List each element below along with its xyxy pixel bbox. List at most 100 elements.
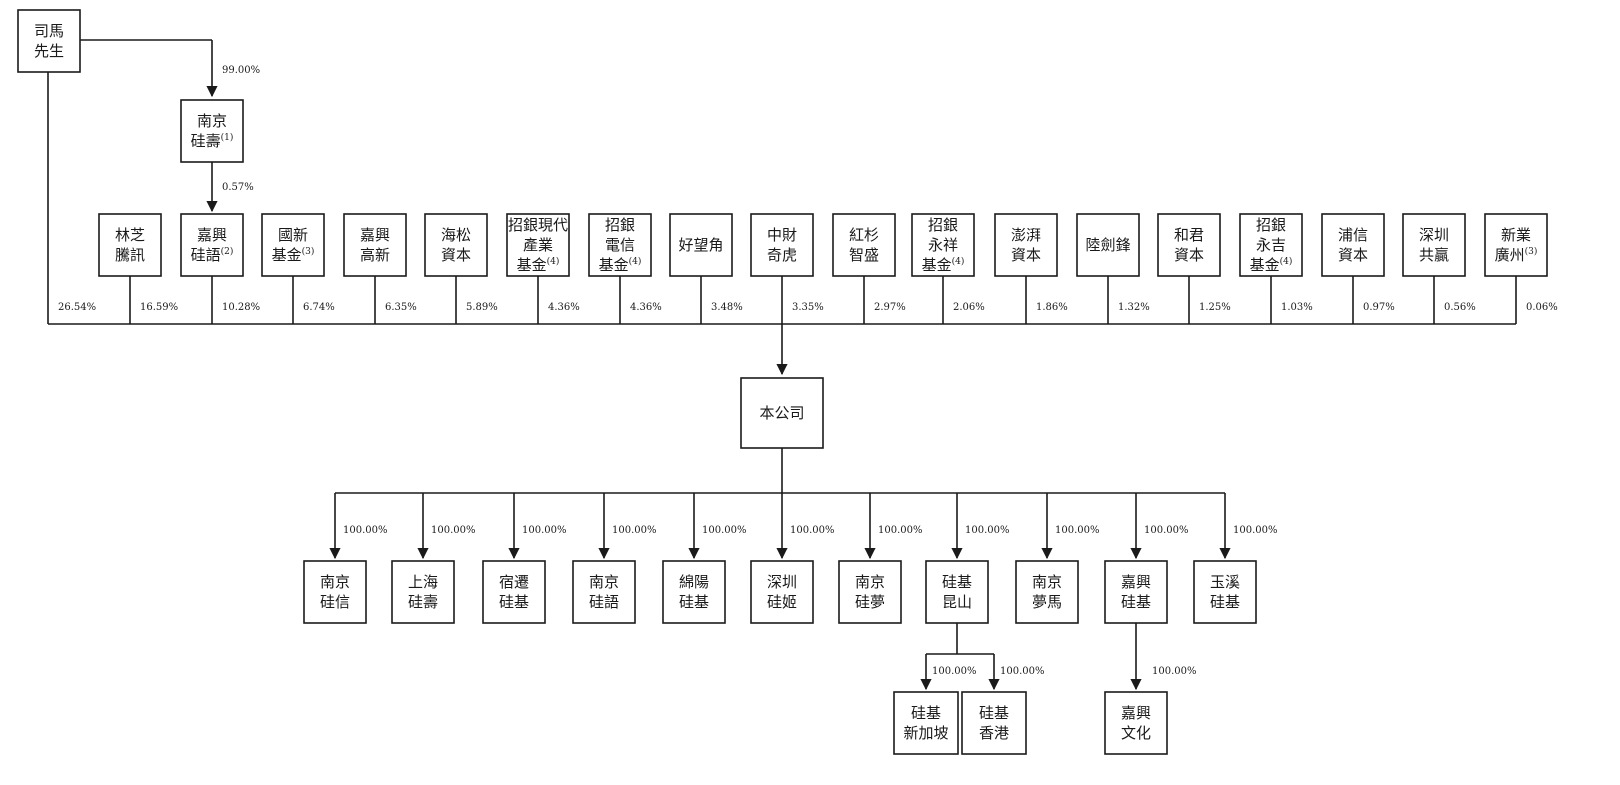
shareholder-box-zhaoyin-yongji-label-line: 基金(4)	[1250, 256, 1293, 274]
shareholder-box-haowangjiao: 好望角	[669, 213, 733, 277]
founder-pct: 26.54%	[58, 302, 96, 313]
shareholder-box-jiaxing-guiyu-label-line: 嘉興	[197, 226, 227, 244]
subsidiary-box-shanghai-guishou-label-line: 硅壽	[408, 593, 438, 611]
shareholder-box-pengpai-frame	[994, 213, 1058, 277]
shareholder-box-linzhi-label-line: 林芝	[115, 226, 145, 244]
shareholder-box-guoxin-label-line: 基金(3)	[272, 246, 315, 264]
shareholder-box-haisong-frame	[424, 213, 488, 277]
shareholder-box-jiaxing-guiyu-frame	[180, 213, 244, 277]
nanjing-guishou-box-label-line: 南京	[197, 112, 227, 130]
shareholder-pct-lujianfeng: 1.32%	[1118, 302, 1150, 313]
shareholder-pct-hejun: 1.25%	[1199, 302, 1231, 313]
subsidiary-box-guiji-kunshan-label-line: 硅基	[942, 573, 972, 591]
shareholder-box-xinye-label-line: 廣州(3)	[1495, 246, 1538, 264]
kunshan-pct-guiji-hongkong: 100.00%	[1000, 666, 1045, 677]
shareholder-box-pengpai-label-line: 澎湃	[1011, 226, 1041, 244]
subsidiary-box-nanjing-guimeng-frame	[838, 560, 902, 624]
shareholder-pct-jiaxing-gaoxin: 6.35%	[385, 302, 417, 313]
shareholder-box-zhaoyin-xiandai-label-line: 招銀現代	[508, 216, 568, 234]
subsidiary-box-suqian-guiji-frame	[482, 560, 546, 624]
shareholder-box-shenzhen-gongying-label-line: 深圳	[1419, 226, 1449, 244]
subsidiary-box-suqian-guiji-label-line: 宿遷	[499, 573, 529, 591]
shareholder-box-hejun-frame	[1157, 213, 1221, 277]
percentage-labels: 99.00%0.57%26.54%16.59%10.28%6.74%6.35%5…	[58, 65, 1558, 677]
shareholder-pct-haowangjiao: 3.48%	[711, 302, 743, 313]
shareholder-pct-shenzhen-gongying: 0.56%	[1444, 302, 1476, 313]
company-box-frame	[740, 377, 824, 449]
shareholder-box-guoxin-label-line: 國新	[278, 226, 308, 244]
shareholder-box-lujianfeng: 陸劍鋒	[1076, 213, 1140, 277]
subsidiary-box-mianyang-guiji-label-line: 綿陽	[679, 573, 709, 591]
kunshan-pct-guiji-singapore: 100.00%	[932, 666, 977, 677]
subsidiary-box-jiaxing-guiji-label-line: 嘉興	[1121, 573, 1151, 591]
shareholder-box-zhaoyin-yongji-frame	[1239, 213, 1303, 277]
shareholder-box-haowangjiao-label-line: 好望角	[678, 236, 723, 254]
shareholder-pct-hongshan: 2.97%	[874, 302, 906, 313]
shareholder-box-xinye-label-line: 新業	[1501, 226, 1531, 244]
shareholder-pct-zhaoyin-yongxiang: 2.06%	[953, 302, 985, 313]
shareholder-box-guoxin-frame	[261, 213, 325, 277]
shareholder-pct-pengpai: 1.86%	[1036, 302, 1068, 313]
founder-box-frame	[17, 9, 81, 73]
shareholder-box-shenzhen-gongying-frame	[1402, 213, 1466, 277]
connector-lines	[47, 39, 1517, 691]
subsidiary-pct-nanjing-mengma: 100.00%	[1055, 525, 1100, 536]
jiaxing-child-box-wenhua-label-line: 文化	[1121, 724, 1151, 742]
subsidiary-box-shenzhen-guiji-frame	[750, 560, 814, 624]
kunshan-child-box-guiji-singapore-frame	[893, 691, 959, 755]
shareholder-box-linzhi-frame	[98, 213, 162, 277]
shareholder-box-puxin-label-line: 資本	[1338, 246, 1368, 264]
subsidiary-box-nanjing-guixin-frame	[303, 560, 367, 624]
kunshan-child-box-guiji-singapore-label-line: 新加坡	[903, 724, 948, 742]
subsidiary-box-suqian-guiji-label-line: 硅基	[499, 593, 529, 611]
subsidiary-pct-jiaxing-guiji: 100.00%	[1144, 525, 1189, 536]
shareholder-box-haisong-label-line: 海松	[441, 226, 471, 244]
entity-boxes: 司馬先生南京硅壽(1)林芝騰訊嘉興硅語(2)國新基金(3)嘉興高新海松資本招銀現…	[17, 9, 1548, 755]
subsidiary-box-nanjing-guimeng-label-line: 硅夢	[855, 593, 885, 611]
subsidiary-box-nanjing-mengma-label-line: 夢馬	[1032, 593, 1062, 611]
kunshan-child-box-guiji-hongkong-label-line: 硅基	[979, 704, 1009, 722]
shareholder-box-jiaxing-guiyu-label-line: 硅語(2)	[191, 246, 234, 264]
shareholder-box-zhaoyin-dianxin-label-line: 招銀	[605, 216, 635, 234]
shareholder-box-zhaoyin-yongxiang-label-line: 基金(4)	[922, 256, 965, 274]
subsidiary-box-nanjing-mengma-frame	[1015, 560, 1079, 624]
subsidiary-box-jiaxing-guiji-frame	[1104, 560, 1168, 624]
subsidiary-pct-suqian-guiji: 100.00%	[522, 525, 567, 536]
jiaxing-child-box-wenhua-frame	[1104, 691, 1168, 755]
subsidiary-box-nanjing-guiyu-frame	[572, 560, 636, 624]
subsidiary-box-mianyang-guiji-frame	[662, 560, 726, 624]
shareholder-pct-zhaoyin-dianxin: 4.36%	[630, 302, 662, 313]
shareholder-box-jiaxing-gaoxin-label-line: 嘉興	[360, 226, 390, 244]
subsidiary-box-nanjing-guiyu-label-line: 南京	[589, 573, 619, 591]
shareholder-box-lujianfeng-label-line: 陸劍鋒	[1085, 236, 1130, 254]
subsidiary-box-yuxi-guiji-frame	[1193, 560, 1257, 624]
subsidiary-box-guiji-kunshan-frame	[925, 560, 989, 624]
kunshan-child-box-guiji-hongkong-frame	[961, 691, 1027, 755]
subsidiary-box-shanghai-guishou-frame	[391, 560, 455, 624]
shareholder-box-hejun-label-line: 資本	[1174, 246, 1204, 264]
shareholder-box-zhongcai-label-line: 中財	[767, 226, 797, 244]
shareholder-box-zhaoyin-yongxiang-frame	[911, 213, 975, 277]
shareholder-box-shenzhen-gongying-label-line: 共贏	[1419, 246, 1449, 264]
subsidiary-box-mianyang-guiji-label-line: 硅基	[679, 593, 709, 611]
nanjing-guishou-box-frame	[180, 99, 244, 163]
shareholder-box-jiaxing-gaoxin-label-line: 高新	[360, 246, 390, 264]
shareholder-box-zhongcai-label-line: 奇虎	[767, 246, 797, 264]
